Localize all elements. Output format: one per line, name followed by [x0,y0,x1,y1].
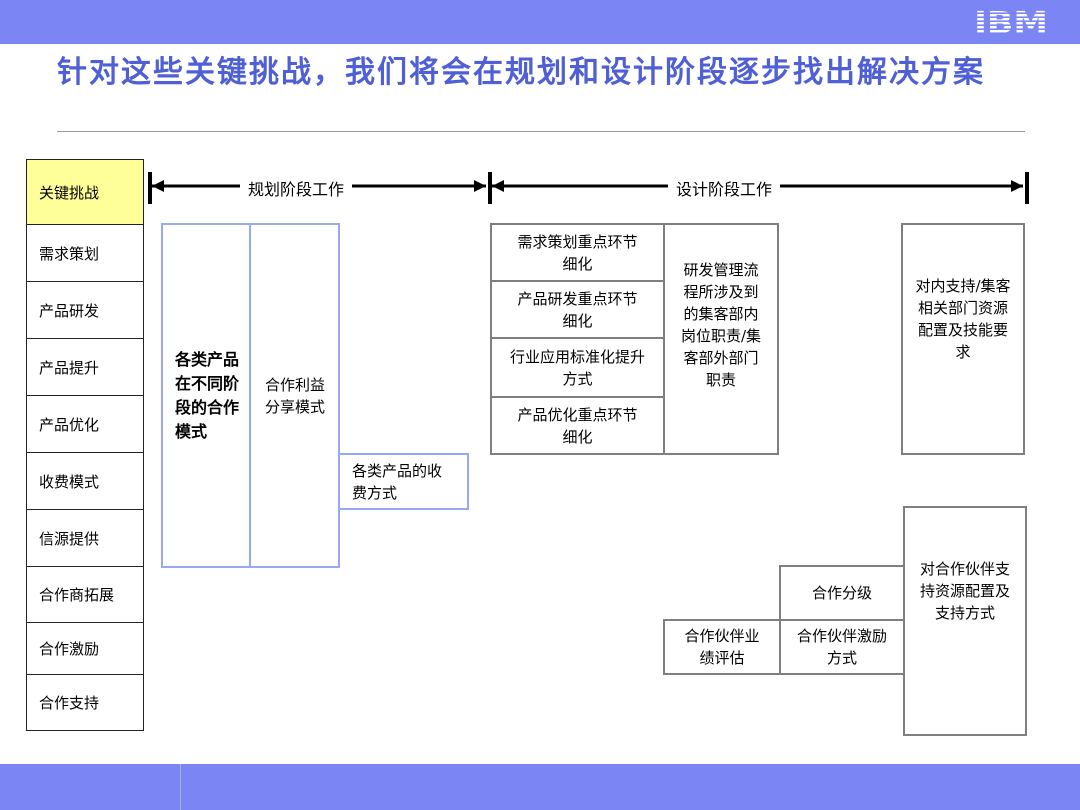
planning-arrow-left-head [152,180,164,192]
design-phase-label: 设计阶段工作 [668,176,781,200]
sidebar-item-product-upgrade: 产品提升 [26,339,144,396]
design-end-bar [1025,172,1029,204]
sidebar-item-partner-incentive: 合作激励 [26,623,144,675]
sidebar-item-key-challenges: 关键挑战 [26,159,144,225]
ibm-logo: IBM [972,6,1050,41]
partner-support-box: 对合作伙伴支持资源配置及支持方式 [903,506,1027,736]
sidebar-item-partner-support: 合作支持 [26,675,144,731]
rd-management-box: 研发管理流程所涉及到的集客部内岗位职责/集客部外部门职责 [663,223,779,455]
product-rd-text: 产品研发重点环节细化 [517,289,638,330]
sidebar-item-product-optimization: 产品优化 [26,396,144,453]
product-rd-box: 产品研发重点环节细化 [490,280,665,339]
planning-start-bar [148,172,152,204]
bottom-band-divider [180,764,181,810]
demand-planning-text: 需求策划重点环节细化 [517,232,638,273]
phase-divider-bar [488,172,492,204]
sidebar-item-product-rd: 产品研发 [26,282,144,339]
design-arrow-left-head [492,180,504,192]
page-title: 针对这些关键挑战，我们将会在规划和设计阶段逐步找出解决方案 [57,55,985,90]
partner-support-text: 对合作伙伴支持资源配置及支持方式 [919,560,1010,622]
rd-management-text: 研发管理流程所涉及到的集客部内岗位职责/集客部外部门职责 [680,261,762,389]
cooperation-model-box: 各类产品在不同阶段的合作模式 [161,223,251,568]
cooperation-model-text: 各类产品在不同阶段的合作模式 [175,349,240,441]
sidebar-item-source-provision: 信源提供 [26,510,144,567]
partner-grading-box: 合作分级 [779,565,905,621]
demand-planning-box: 需求策划重点环节细化 [490,223,665,282]
ibm-logo-text: IBM [974,6,1048,38]
partner-incentive-box: 合作伙伴激励方式 [779,619,905,675]
industry-app-text: 行业应用标准化提升方式 [509,347,645,388]
partner-evaluation-text: 合作伙伴业绩评估 [684,627,760,667]
sidebar-item-charging-model: 收费模式 [26,453,144,510]
planning-arrow-right-head [474,180,486,192]
planning-phase-label: 规划阶段工作 [240,176,353,200]
partner-evaluation-box: 合作伙伴业绩评估 [663,619,781,675]
charging-method-text: 各类产品的收费方式 [352,461,443,502]
product-opt-text: 产品优化重点环节细化 [517,405,638,446]
partner-grading-text: 合作分级 [811,584,872,602]
internal-support-text: 对内支持/集客相关部门资源配置及技能要求 [915,277,1011,361]
title-divider [57,131,1025,132]
industry-app-box: 行业应用标准化提升方式 [490,337,665,398]
partner-incentive-text: 合作伙伴激励方式 [796,627,887,667]
product-opt-box: 产品优化重点环节细化 [490,396,665,455]
profit-sharing-text: 合作利益分享模式 [265,375,326,416]
internal-support-box: 对内支持/集客相关部门资源配置及技能要求 [901,223,1025,455]
design-arrow-right-head [1011,180,1023,192]
sidebar-item-demand-planning: 需求策划 [26,225,144,282]
bottom-band [0,764,1080,810]
top-band [0,0,1080,44]
sidebar-item-partner-expansion: 合作商拓展 [26,567,144,623]
charging-method-box: 各类产品的收费方式 [338,453,469,510]
profit-sharing-box: 合作利益分享模式 [249,223,340,568]
